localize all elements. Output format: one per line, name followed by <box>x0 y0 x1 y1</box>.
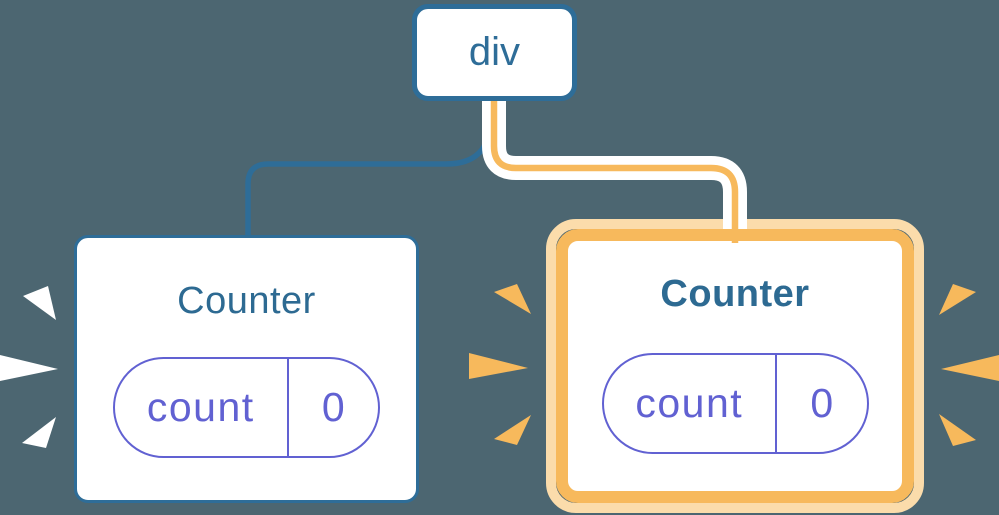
sparkle-icon <box>494 415 531 445</box>
sparkle-icon <box>941 355 999 381</box>
counter-card-left-title: Counter <box>177 280 316 322</box>
sparkle-icon <box>23 286 56 320</box>
state-pill-right-key: count <box>604 355 778 452</box>
sparkle-icon <box>469 353 528 379</box>
state-pill-left-key: count <box>115 359 289 456</box>
sparkle-icon <box>494 284 531 314</box>
edge-div-to-left-counter <box>245 101 493 238</box>
state-pill-left-value: 0 <box>321 384 345 430</box>
sparkle-icon <box>0 355 58 381</box>
state-pill-right: count 0 <box>601 353 869 454</box>
counter-card-right-highlight-ring: Counter count 0 <box>546 219 924 513</box>
sparkle-icon <box>22 417 56 448</box>
state-pill-right-value: 0 <box>810 380 834 426</box>
counter-card-left: Counter count 0 <box>74 235 419 503</box>
state-pill-left: count 0 <box>113 357 380 458</box>
counter-card-right-title: Counter <box>660 273 810 315</box>
sparkle-icon <box>939 284 976 315</box>
sparkle-icon <box>939 414 976 446</box>
edge-div-to-right-counter-casing <box>482 101 747 229</box>
root-node-div: div <box>412 4 577 101</box>
root-node-label: div <box>468 30 521 74</box>
counter-card-right: Counter count 0 <box>556 229 914 503</box>
